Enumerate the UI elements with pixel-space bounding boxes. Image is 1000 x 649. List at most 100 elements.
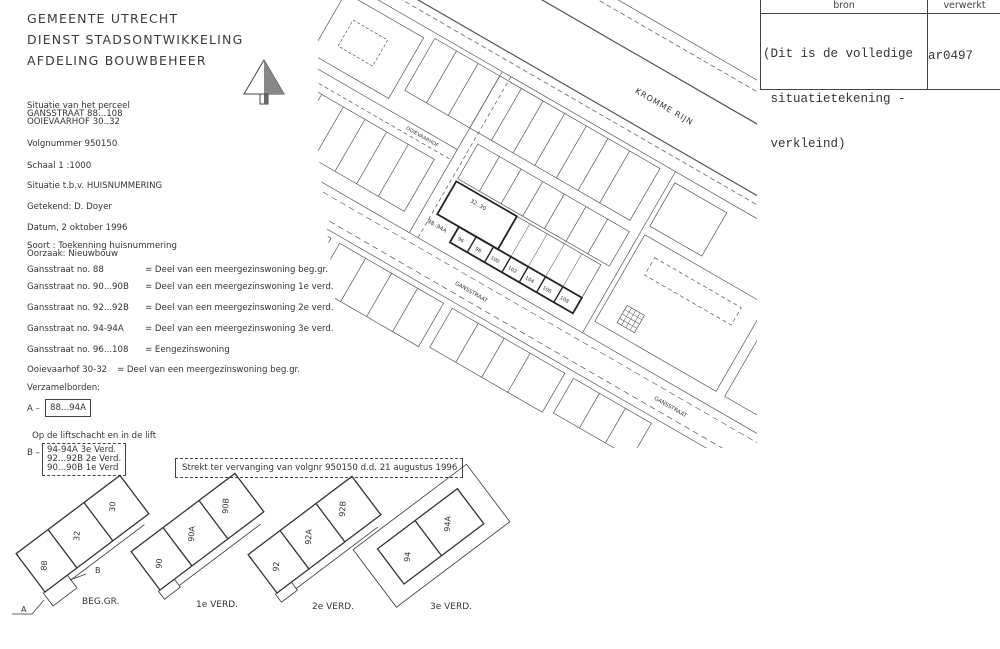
numbering-item: Gansstraat no. 90...90B = Deel van een me…: [27, 282, 334, 292]
building-block: [404, 37, 661, 221]
cell-label: 30: [108, 501, 118, 512]
numbering-desc: = Deel van een meergezinswoning 3e verd.: [145, 324, 334, 334]
inner-street: [644, 257, 742, 326]
soort: Soort : Toekenning huisnummering: [27, 241, 177, 251]
numbering-desc: = Deel van een meergezinswoning beg.gr.: [117, 365, 301, 375]
diagram-label: BEG.GR.: [82, 597, 119, 607]
house-number: 106: [541, 285, 552, 295]
house-number: 98: [474, 246, 483, 254]
lot-lines: [318, 81, 409, 197]
volgnummer: Volgnummer 950150: [27, 139, 118, 149]
address-2: OOIEVAARHOF 30..32: [27, 117, 121, 127]
lift-label: Op de liftschacht en in de lift: [32, 431, 157, 441]
street-edge: [318, 110, 757, 448]
house-number: 102: [506, 265, 517, 275]
house-number: 108: [558, 295, 569, 305]
north-arrow-icon: [243, 59, 285, 105]
lot-lines: [426, 50, 630, 204]
cell-label: 90: [155, 558, 165, 569]
numbering-item: Gansstraat no. 88 = Deel van een meergezi…: [27, 265, 328, 275]
header-line-2: DIENST STADSONTWIKKELING: [27, 32, 244, 47]
verwerkt-value: ar0497: [928, 49, 974, 63]
quay-road: [318, 0, 757, 365]
sign-b-line: 90...90B 1e Verd: [47, 463, 119, 473]
quay-road: [318, 0, 757, 375]
cell-label: 92: [272, 561, 282, 572]
building-block: [429, 307, 566, 413]
house-number: 100: [489, 255, 500, 265]
river-quay: [318, 0, 757, 280]
numbering-address: Ooievaarhof 30-32: [27, 365, 108, 375]
street-edge: [318, 117, 757, 448]
marker-b-leader: [69, 573, 87, 581]
numbering-address: Gansstraat no. 94-94A: [27, 324, 124, 334]
numbering-address: Gansstraat no. 88: [27, 265, 104, 275]
river-quay: [318, 0, 757, 271]
building-block: [594, 234, 757, 392]
bron-line: (Dit is de volledige: [763, 47, 914, 61]
sign-a-prefix: A –: [27, 404, 40, 414]
cell-label: 90A: [187, 525, 197, 542]
diagram-beg-gr: 88 32 30: [15, 474, 150, 607]
garden-lines: [516, 216, 602, 298]
building-block: [775, 258, 909, 370]
numbering-address: Gansstraat no. 90...90B: [27, 282, 129, 292]
bron-line: verkleind): [763, 137, 846, 151]
situatie-label: Situatie van het perceel: [27, 101, 130, 111]
numbering-address: Gansstraat no. 92...92B: [27, 303, 129, 313]
col-bron-header: bron: [761, 0, 928, 14]
plaza: [649, 182, 728, 257]
numbering-item: Gansstraat no. 96...108= Eengezinswoning: [27, 345, 230, 355]
header-line-1: GEMEENTE UTRECHT: [27, 11, 179, 26]
street-edge: [318, 84, 757, 448]
cell-label: 90B: [221, 498, 231, 514]
building-block: [318, 0, 425, 99]
schaal: Schaal 1 :1000: [27, 161, 92, 171]
cell-label: 94A: [443, 515, 453, 532]
sign-a-value: 88...94A: [45, 399, 91, 417]
header-line-3: AFDELING BOUWBEHEER: [27, 53, 207, 68]
hof-edge: [417, 76, 512, 238]
building-block: [318, 68, 435, 212]
cell-label: 88: [40, 560, 50, 571]
bron-text: (Dit is de volledige situatietekening - …: [763, 17, 913, 182]
stair-grid: [619, 307, 643, 331]
numbering-desc: = Deel van een meergezinswoning 1e verd.: [145, 282, 334, 292]
marker-a: A: [21, 605, 27, 614]
diagram-label: 2e VERD.: [312, 602, 354, 612]
building-block: [552, 377, 652, 448]
column-divider: [927, 13, 928, 89]
building-block: [724, 317, 757, 448]
label-gansstraat: GANSSTRAAT: [454, 281, 489, 305]
marker-a-leader: [12, 599, 45, 615]
datum: Datum, 2 oktober 1996: [27, 223, 128, 233]
garden-lines: [510, 223, 583, 287]
oorzaak: Oorzaak: Nieuwbouw: [27, 249, 118, 259]
hof-edge: [318, 62, 452, 161]
cell-label: 92B: [338, 501, 348, 517]
getekend: Getekend: D. Doyer: [27, 202, 112, 212]
courtyard: [337, 19, 389, 67]
numbering-item: Gansstraat no. 92...92B= Deel van een me…: [27, 303, 334, 313]
lot-lines: [479, 156, 608, 254]
street-edge: [318, 91, 757, 448]
building-block: [457, 143, 630, 267]
diagram-1e-verd: 90 90A 90B: [130, 472, 265, 600]
house-dividers: [466, 236, 564, 303]
hof-edge: [582, 171, 676, 333]
cell-label: 32: [72, 531, 82, 542]
numbering-desc: = Deel van een meergezinswoning beg.gr.: [145, 265, 329, 275]
situatie-tbv: Situatie t.b.v. HUISNUMMERING: [27, 181, 163, 191]
lot-lines: [771, 331, 856, 403]
marker-b: B: [95, 566, 101, 575]
lot-lines: [579, 393, 626, 444]
replacement-note: Strekt ter vervanging van volgnr 950150 …: [175, 458, 463, 478]
numbering-address: Gansstraat no. 96...108: [27, 345, 129, 355]
river-bank: [318, 0, 757, 358]
label-kromme-rijn: KROMME RIJN: [634, 86, 695, 127]
label-block-32-30: 32..30: [469, 198, 488, 212]
building-block: [318, 162, 332, 291]
sign-b-line: 92...92B 2e Verd.: [47, 454, 122, 464]
diagram-label: 3e VERD.: [430, 602, 472, 612]
